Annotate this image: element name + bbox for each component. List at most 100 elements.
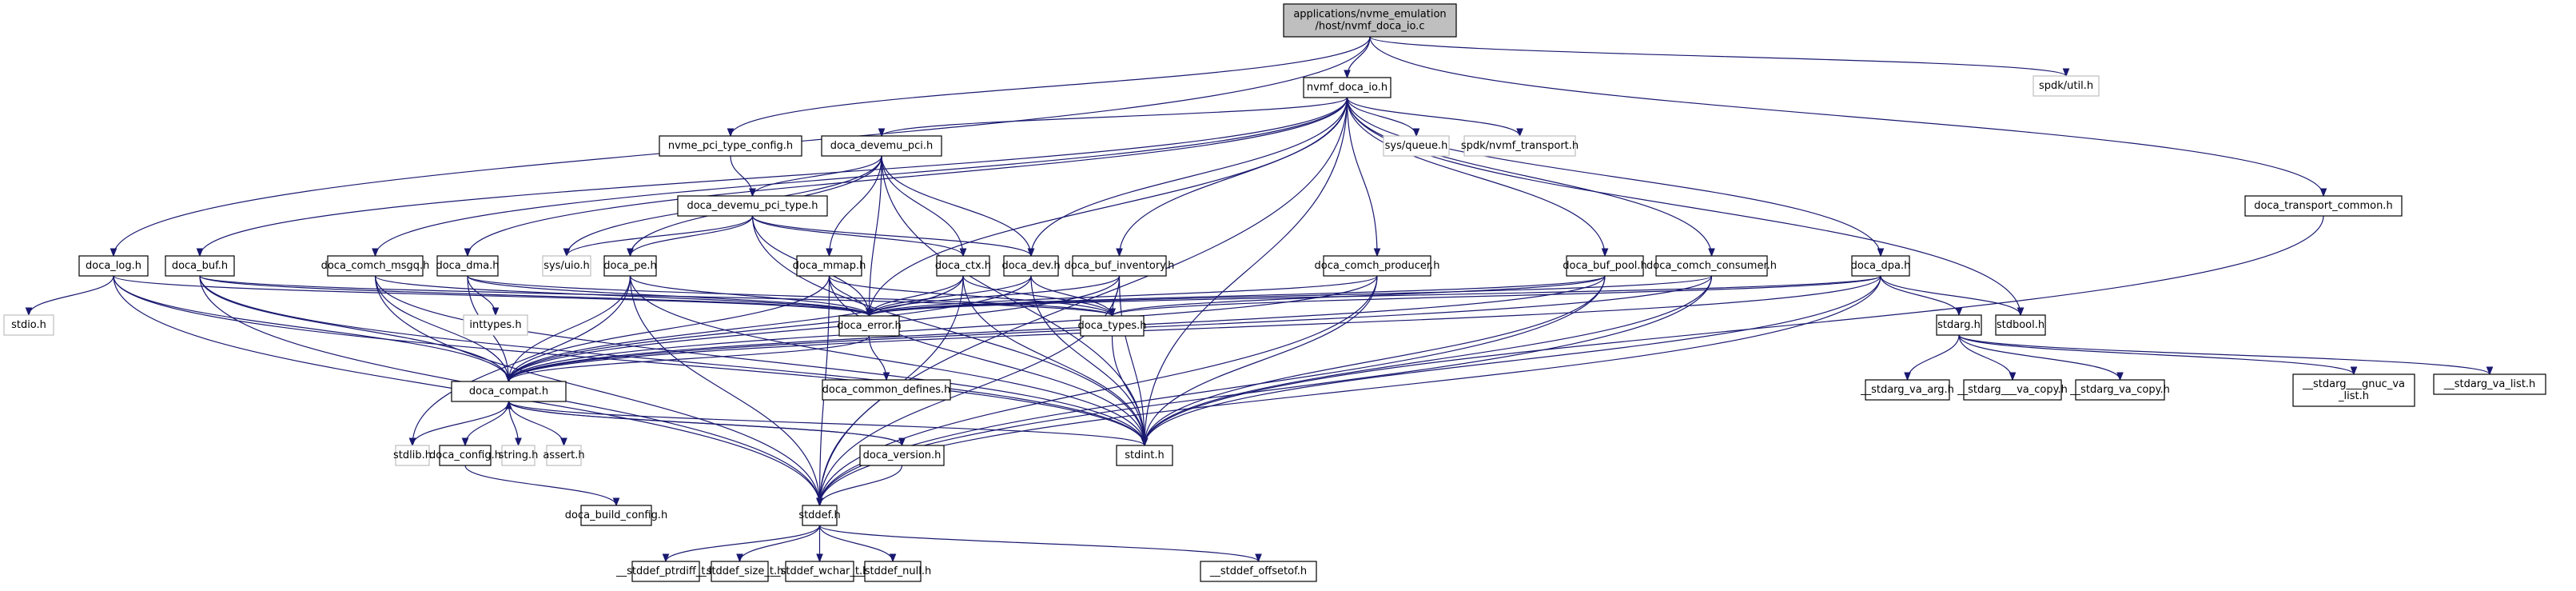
node-stdint-h[interactable]: stdint.h [1116, 445, 1173, 466]
node-label: string.h [499, 449, 539, 461]
node-stdarg-va-copy-h[interactable]: __stdarg_va_copy.h [2069, 379, 2170, 401]
node-stdarg-va-list-h[interactable]: __stdarg_va_list.h [2433, 373, 2546, 395]
node-root[interactable]: applications/nvme_emulation/host/nvmf_do… [1283, 3, 1457, 38]
node-label: doca_build_config.h [565, 509, 667, 521]
node-box [1865, 379, 1950, 401]
edge-doca_dev_h-to-doca_error_h [870, 275, 1032, 317]
node-doca-build-config-h[interactable]: doca_build_config.h [565, 505, 667, 526]
node-doca-log-h[interactable]: doca_log.h [78, 255, 149, 277]
node-label: __stdarg___va_copy.h [1957, 384, 2068, 396]
node-box [327, 255, 424, 277]
node-label: doca_common_defines.h [822, 384, 951, 396]
node-doca-devemu-pci-h[interactable]: doca_devemu_pci.h [821, 135, 942, 157]
node-stdarg-h[interactable]: stdarg.h [1936, 314, 1982, 336]
node-assert-h: assert.h [543, 445, 585, 466]
node-doca-buf-pool-h[interactable]: doca_buf_pool.h [1563, 255, 1647, 277]
edge-doca_buf_inventory_h-to-stdint_h [1118, 275, 1145, 445]
node-label: assert.h [543, 449, 584, 461]
node-box [451, 381, 567, 402]
node-doca-comch-producer-h[interactable]: doca_comch_producer.h [1315, 255, 1440, 277]
edge-doca_mmap_h-to-doca_types_h [828, 275, 1113, 317]
node-box [1936, 314, 1982, 336]
node-label: spdk/nvmf_transport.h [1461, 140, 1579, 152]
edge-doca_comch_msgq_h-to-stddef_h [374, 275, 820, 505]
node-doca-dpa-h[interactable]: doca_dpa.h [1851, 255, 1911, 277]
node-label: doca_version.h [863, 449, 942, 461]
node-doca-comch-msgq-h[interactable]: doca_comch_msgq.h [321, 255, 430, 277]
edge-nvmf_doca_io_h-to-doca_comch_producer_h [1346, 97, 1378, 256]
node-stddef-h[interactable]: stddef.h [798, 505, 841, 526]
node-box [838, 315, 900, 337]
node-stdarg---va-copy-h[interactable]: __stdarg___va_copy.h [1957, 379, 2068, 401]
edge-doca_config_h-to-doca_build_config_h [464, 465, 616, 506]
node-box [603, 255, 657, 277]
node-doca-common-defines-h[interactable]: doca_common_defines.h [822, 379, 951, 401]
node-label: doca_devemu_pci_type.h [687, 200, 818, 212]
node-nvme-pci-type-config-h[interactable]: nvme_pci_type_config.h [659, 135, 802, 157]
node-stdarg-va-arg-h[interactable]: __stdarg_va_arg.h [1860, 379, 1954, 401]
node-box [677, 195, 828, 217]
node-stdarg---gnuc-va-list-h[interactable]: __stdarg___gnuc_va_list.h [2292, 373, 2415, 407]
node-doca-dev-h[interactable]: doca_dev.h [1001, 255, 1061, 277]
node-doca-transport-common-h[interactable]: doca_transport_common.h [2244, 195, 2403, 217]
node-stdbool-h[interactable]: stdbool.h [1995, 314, 2046, 336]
node-stdlib-h: stdlib.h [393, 445, 432, 466]
node-label: doca_config.h [429, 449, 501, 461]
node-box [2033, 75, 2100, 97]
edge-stddef_h-to-stddef_size_t_h [740, 525, 821, 562]
edge-doca_devemu_pci_type_h-to-stdint_h [751, 215, 1145, 445]
edge-nvmf_doca_io_h-to-doca_devemu_pci_h [882, 97, 1348, 137]
node-stddef-offsetof-h[interactable]: __stddef_offsetof.h [1200, 561, 1317, 582]
nodes-layer: applications/nvme_emulation/host/nvmf_do… [3, 3, 2546, 582]
node-doca-dma-h[interactable]: doca_dma.h [436, 255, 500, 277]
node-stddef-null-h[interactable]: __stddef_null.h [854, 561, 932, 582]
node-box [2244, 195, 2403, 217]
node-nvmf-doca-io-h[interactable]: nvmf_doca_io.h [1303, 77, 1392, 98]
node-box [395, 445, 430, 466]
node-doca-config-h[interactable]: doca_config.h [429, 445, 501, 466]
node-doca-ctx-h[interactable]: doca_ctx.h [935, 255, 991, 277]
edge-doca_log_h-to-doca_error_h [113, 275, 870, 317]
edge-nvmf_doca_io_h-to-doca_buf_pool_h [1346, 97, 1606, 256]
edge-doca_devemu_pci_h-to-doca_ctx_h [881, 155, 963, 256]
node-doca-mmap-h[interactable]: doca_mmap.h [793, 255, 866, 277]
node-label: spdk/util.h [2039, 80, 2093, 92]
node-box [1200, 561, 1317, 582]
node-label: __stddef_size_t.h [695, 565, 784, 577]
node-doca-error-h[interactable]: doca_error.h [837, 315, 902, 337]
node-label: doca_ctx.h [935, 260, 991, 272]
node-doca-pe-h[interactable]: doca_pe.h [603, 255, 657, 277]
node-label: nvme_pci_type_config.h [668, 140, 793, 152]
edge-doca_buf_h-to-doca_compat_h [199, 275, 509, 381]
edge-doca_compat_h-to-assert_h [508, 401, 564, 446]
edge-doca_buf_h-to-stdint_h [199, 275, 1145, 445]
node-doca-devemu-pci-type-h[interactable]: doca_devemu_pci_type.h [677, 195, 828, 217]
node-doca-types-h[interactable]: doca_types.h [1077, 315, 1147, 337]
node-doca-buf-inventory-h[interactable]: doca_buf_inventory.h [1065, 255, 1175, 277]
edge-nvmf_doca_io_h-to-stdint_h [1145, 97, 1348, 445]
edge-doca_compat_h-to-doca_config_h [465, 401, 510, 446]
edge-doca_compat_h-to-stdlib_h [412, 401, 510, 446]
edge-doca_dpa_h-to-stdint_h [1145, 275, 1881, 445]
node-doca-buf-h[interactable]: doca_buf.h [165, 255, 235, 277]
node-box [436, 255, 499, 277]
node-doca-compat-h[interactable]: doca_compat.h [451, 381, 567, 402]
node-stddef-wchar-t-h[interactable]: __stddef_wchar_t.h [770, 561, 870, 582]
node-label: stdint.h [1125, 449, 1164, 461]
node-stddef-size-t-h[interactable]: __stddef_size_t.h [695, 561, 784, 582]
node-label: doca_devemu_pci.h [830, 140, 934, 152]
edge-nvmf_doca_io_h-to-doca_dpa_h [1346, 97, 1881, 256]
node-string-h: string.h [499, 445, 539, 466]
edge-doca_log_h-to-stdint_h [113, 275, 1145, 445]
node-inttypes-h: inttypes.h [463, 314, 528, 336]
edge-doca_comch_producer_h-to-stdint_h [1145, 275, 1378, 445]
edge-doca_types_h-to-stdint_h [1111, 335, 1145, 445]
edge-nvmf_doca_io_h-to-doca_dma_h [468, 97, 1348, 256]
node-stddef-ptrdiff-t-h[interactable]: __stddef_ptrdiff_t.h [615, 561, 715, 582]
node-doca-comch-consumer-h[interactable]: doca_comch_consumer.h [1646, 255, 1777, 277]
edge-nvmf_doca_io_h-to-sys_queue_h [1346, 97, 1417, 137]
node-doca-version-h[interactable]: doca_version.h [859, 445, 945, 466]
node-box [78, 255, 149, 277]
node-label: doca_log.h [86, 260, 141, 272]
node-box [1655, 255, 1768, 277]
